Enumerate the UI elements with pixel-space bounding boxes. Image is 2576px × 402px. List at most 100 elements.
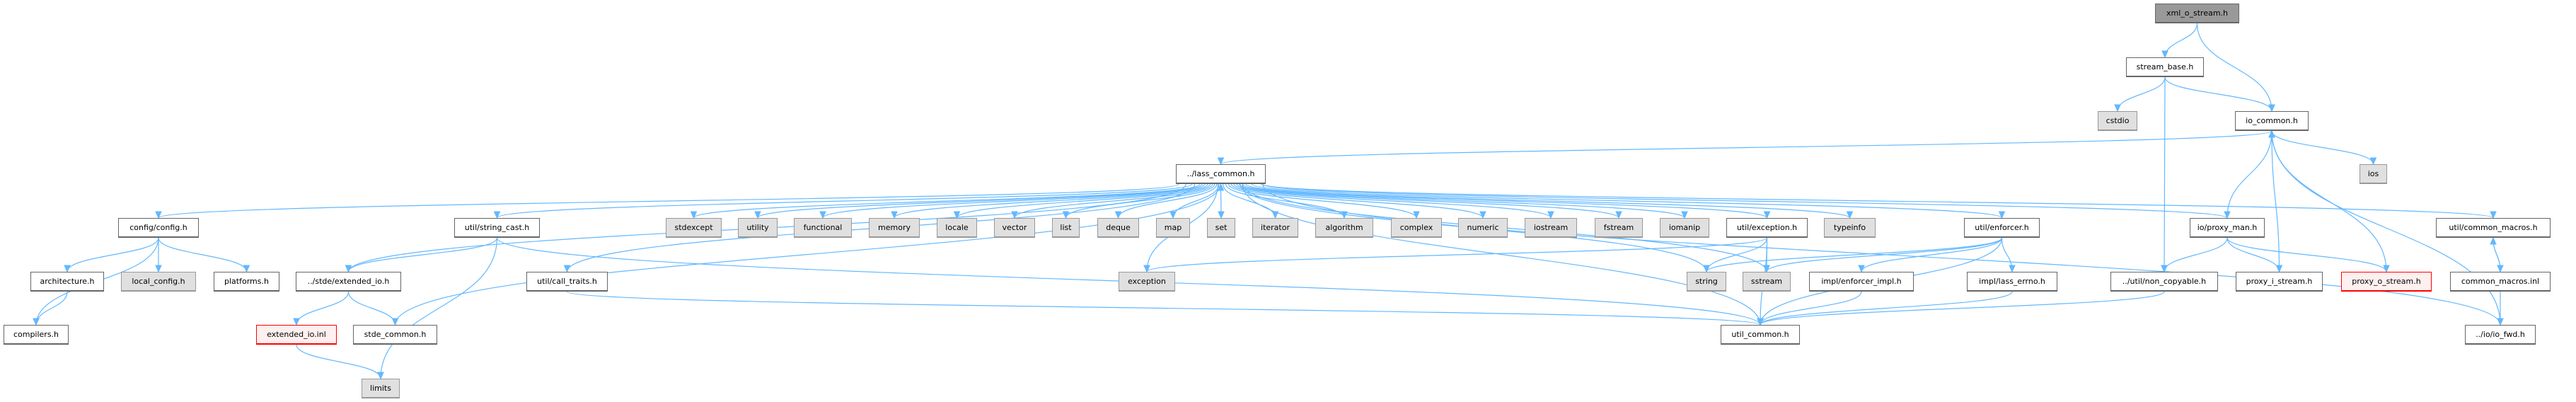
node-iterator[interactable]: iterator xyxy=(1252,218,1298,238)
edge-lass_common-to-string_cast xyxy=(496,183,1193,219)
edge-extended_io-to-extended_io_inl xyxy=(296,291,350,326)
arrowhead-icon xyxy=(1998,211,2006,219)
edge-lass_common-to-fstream xyxy=(1236,183,1619,219)
node-io-common[interactable]: io_common.h xyxy=(2235,111,2309,131)
edge-enforcer-to-enforcer_impl xyxy=(1861,237,2003,272)
edge-stream_base-to-io_common xyxy=(2164,76,2272,112)
node-set[interactable]: set xyxy=(1207,218,1235,238)
node-architecture[interactable]: architecture.h xyxy=(30,272,104,292)
edge-lass_common-to-stdexcept xyxy=(693,183,1201,219)
node-numeric[interactable]: numeric xyxy=(1458,218,1508,238)
arrowhead-icon xyxy=(1217,157,1225,166)
node-string-cast[interactable]: util/string_cast.h xyxy=(454,218,540,238)
arrowhead-icon xyxy=(1413,211,1420,219)
edge-io_common-to-lass_common xyxy=(1220,130,2272,165)
arrowhead-icon xyxy=(2161,50,2168,59)
node-utility[interactable]: utility xyxy=(738,218,778,238)
node-sstream[interactable]: sstream xyxy=(1743,272,1791,292)
arrowhead-icon xyxy=(33,318,40,326)
node-extended-io[interactable]: ../stde/extended_io.h xyxy=(296,272,401,292)
node-extended-io-inl[interactable]: extended_io.inl xyxy=(256,325,337,345)
node-compilers[interactable]: compilers.h xyxy=(4,325,69,345)
edge-string_cast-to-limits xyxy=(380,237,498,379)
edge-extended_io-to-stde_common xyxy=(347,291,396,326)
edge-lass_common-to-util_common xyxy=(1242,183,1761,326)
edge-lass_common-to-io_fwd xyxy=(1262,183,2501,326)
arrowhead-icon xyxy=(1011,211,1018,219)
edge-config-to-platforms xyxy=(158,237,248,272)
node-non-copyable[interactable]: ../util/non_copyable.h xyxy=(2110,272,2218,292)
arrowhead-icon xyxy=(1763,211,1771,219)
node-enforcer-impl[interactable]: impl/enforcer_impl.h xyxy=(1809,272,1914,292)
edge-lass_common-to-utility xyxy=(757,183,1203,219)
arrowhead-icon xyxy=(2114,104,2121,113)
edge-config-to-architecture xyxy=(67,237,159,272)
node-exception-h[interactable]: util/exception.h xyxy=(1726,218,1808,238)
node-limits[interactable]: limits xyxy=(362,379,400,398)
node-list[interactable]: list xyxy=(1052,218,1080,238)
edge-enforcer-to-string xyxy=(1706,237,2003,272)
node-stdexcept[interactable]: stdexcept xyxy=(666,218,722,238)
edge-proxy_i-to-io_common xyxy=(2271,130,2280,272)
node-deque[interactable]: deque xyxy=(1097,218,1139,238)
node-fstream[interactable]: fstream xyxy=(1595,218,1643,238)
node-string[interactable]: string xyxy=(1687,272,1726,292)
node-proxy-o[interactable]: proxy_o_stream.h xyxy=(2341,272,2432,292)
node-platforms[interactable]: platforms.h xyxy=(214,272,279,292)
node-lass-common[interactable]: ../lass_common.h xyxy=(1176,164,1266,184)
edge-lass_common-to-common_macros_h xyxy=(1262,183,2494,219)
edge-lass_common-to-config xyxy=(158,183,1179,219)
node-memory[interactable]: memory xyxy=(869,218,920,238)
node-functional[interactable]: functional xyxy=(794,218,852,238)
arrowhead-icon xyxy=(953,211,961,219)
arrowhead-icon xyxy=(1763,265,1770,273)
arrowhead-icon xyxy=(1547,211,1554,219)
arrowhead-icon xyxy=(2268,130,2275,138)
node-lass-errno[interactable]: impl/lass_errno.h xyxy=(1967,272,2057,292)
edge-lass_common-to-functional xyxy=(822,183,1206,219)
node-io-fwd[interactable]: ../io/io_fwd.h xyxy=(2465,325,2536,345)
node-local-config[interactable]: local_config.h xyxy=(121,272,196,292)
node-exception[interactable]: exception xyxy=(1119,272,1175,292)
node-proxy-man[interactable]: io/proxy_man.h xyxy=(2190,218,2265,238)
node-util-common[interactable]: util_common.h xyxy=(1721,325,1800,345)
arrowhead-icon xyxy=(1858,265,1865,273)
node-stde-common[interactable]: stde_common.h xyxy=(353,325,437,345)
node-config[interactable]: config/config.h xyxy=(118,218,199,238)
node-map[interactable]: map xyxy=(1156,218,1190,238)
node-stream-base[interactable]: stream_base.h xyxy=(2126,57,2204,77)
node-common-macros-inl[interactable]: common_macros.inl xyxy=(2450,272,2551,292)
node-ios[interactable]: ios xyxy=(2360,164,2387,184)
node-xml-o-stream[interactable]: xml_o_stream.h xyxy=(2155,4,2239,23)
arrowhead-icon xyxy=(1615,211,1622,219)
node-call-traits[interactable]: util/call_traits.h xyxy=(526,272,608,292)
arrowhead-icon xyxy=(1681,211,1688,219)
node-locale[interactable]: locale xyxy=(937,218,977,238)
node-enforcer[interactable]: util/enforcer.h xyxy=(1964,218,2040,238)
node-iomanip[interactable]: iomanip xyxy=(1660,218,1709,238)
node-iostream[interactable]: iostream xyxy=(1525,218,1577,238)
node-common-macros-h[interactable]: util/common_macros.h xyxy=(2436,218,2551,238)
edge-lass_common-to-list xyxy=(1065,183,1215,219)
node-typeinfo[interactable]: typeinfo xyxy=(1824,218,1876,238)
arrowhead-icon xyxy=(1703,265,1710,273)
edge-exception_h-to-exception xyxy=(1146,237,1768,272)
arrowhead-icon xyxy=(1062,211,1070,219)
edge-string_cast-to-extended_io xyxy=(347,237,498,272)
edge-lass_common-to-memory xyxy=(894,183,1208,219)
arrowhead-icon xyxy=(1217,183,1225,191)
arrowhead-icon xyxy=(754,211,761,219)
edge-lass_common-to-exception_h xyxy=(1242,183,1768,219)
node-cstdio[interactable]: cstdio xyxy=(2098,111,2137,131)
edge-lass_common-to-complex xyxy=(1228,183,1417,219)
node-vector[interactable]: vector xyxy=(994,218,1035,238)
arrowhead-icon xyxy=(243,265,250,273)
arrowhead-icon xyxy=(377,372,384,380)
edge-proxy_man-to-proxy_i xyxy=(2226,237,2280,272)
node-proxy-i[interactable]: proxy_i_stream.h xyxy=(2236,272,2323,292)
node-complex[interactable]: complex xyxy=(1391,218,1442,238)
arrowhead-icon xyxy=(2268,104,2275,113)
arrowhead-icon xyxy=(2369,157,2377,166)
node-algorithm[interactable]: algorithm xyxy=(1315,218,1373,238)
